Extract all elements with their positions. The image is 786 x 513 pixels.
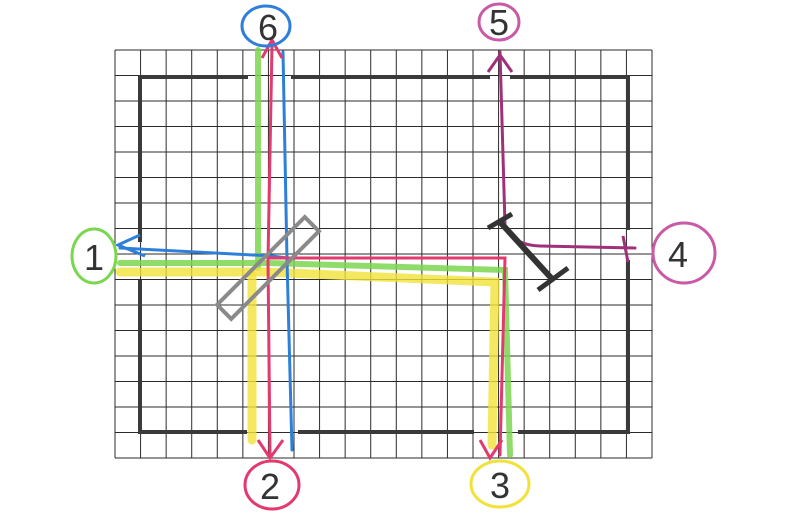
beam-purple [498,50,637,250]
arrowhead-up-5 [486,52,514,73]
port-5-label: 5 [489,2,509,43]
port-1-label: 1 [84,237,104,278]
mirror [486,211,570,293]
beam-green [117,260,513,458]
port-3-label: 3 [490,465,510,506]
port-4: 4 [651,221,717,285]
port-6: 6 [240,4,292,48]
port-5: 5 [477,2,521,43]
port-3-ring [469,459,531,509]
graph-paper-grid [114,49,653,459]
port-4-label: 4 [668,234,688,275]
port-2-label: 2 [260,466,280,507]
beam-blue [118,246,289,260]
arrowhead-up-6 [260,36,284,59]
port-2-ring [243,459,301,511]
beam-red [266,43,274,457]
beam-stop-4 [621,235,630,263]
port-1: 1 [70,227,118,285]
port-1-ring [70,227,118,285]
port-6-label: 6 [258,7,278,48]
port-3: 3 [469,459,531,509]
arrowhead-down-3 [478,439,504,461]
arrowhead-down-2 [256,439,285,461]
beam-splitter [214,214,322,322]
beam-paths [114,36,637,461]
port-6-ring [240,4,292,48]
beam-red-horizontal [266,256,507,457]
box-frame [138,75,630,434]
port-4-ring [651,221,717,285]
beam-yellow [115,267,500,450]
beam-blue-vertical [281,50,294,452]
port-2: 2 [243,459,301,511]
arrowhead-left [114,233,146,258]
port-5-ring [477,2,521,42]
